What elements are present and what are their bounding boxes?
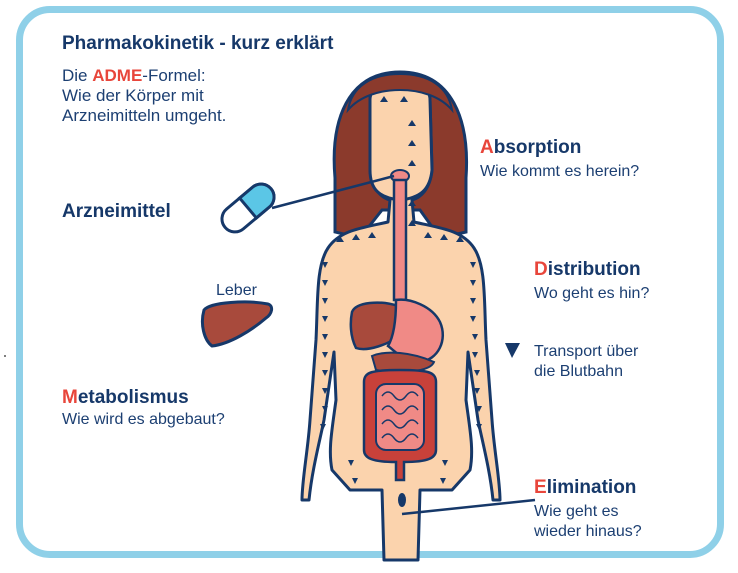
capsule-icon <box>217 179 280 237</box>
liver-icon <box>202 302 271 346</box>
intro-suffix: -Formel: <box>142 66 205 85</box>
distribution-sub: Wo geht es hin? <box>534 284 649 304</box>
elimination-sub-line1: Wie geht es <box>534 502 618 522</box>
elimination-heading: Elimination <box>534 478 636 498</box>
elimination-rest: limination <box>547 477 637 498</box>
excretion-drop <box>398 493 406 507</box>
metabolism-rest: etabolismus <box>78 387 189 408</box>
esophagus <box>394 180 406 300</box>
transport-line1: Transport über <box>534 342 638 362</box>
blood-flow-arrow-icon <box>505 343 520 358</box>
elimination-sub-line2: wieder hinaus? <box>534 522 642 542</box>
intro-line3: Arzneimitteln umgeht. <box>62 106 226 126</box>
elimination-leader <box>402 500 535 514</box>
intro-line2: Wie der Körper mit <box>62 86 204 106</box>
intro-line1: Die ADME-Formel: <box>62 66 206 86</box>
distribution-heading: Distribution <box>534 260 641 280</box>
transport-line2: die Blutbahn <box>534 362 623 382</box>
metabolism-initial: M <box>62 387 78 408</box>
absorption-initial: A <box>480 137 494 158</box>
absorption-rest: bsorption <box>494 137 582 158</box>
page-title: Pharmakokinetik - kurz erklärt <box>62 34 333 54</box>
elimination-initial: E <box>534 477 547 498</box>
drug-label: Arzneimittel <box>62 202 171 222</box>
intro-prefix: Die <box>62 66 92 85</box>
distribution-initial: D <box>534 259 548 280</box>
liver-label: Leber <box>216 281 257 301</box>
absorption-heading: Absorption <box>480 138 581 158</box>
distribution-rest: istribution <box>548 259 641 280</box>
metabolism-sub: Wie wird es abgebaut? <box>62 410 225 430</box>
absorption-sub: Wie kommt es herein? <box>480 162 639 182</box>
metabolism-heading: Metabolismus <box>62 388 189 408</box>
adme-highlight: ADME <box>92 66 142 85</box>
